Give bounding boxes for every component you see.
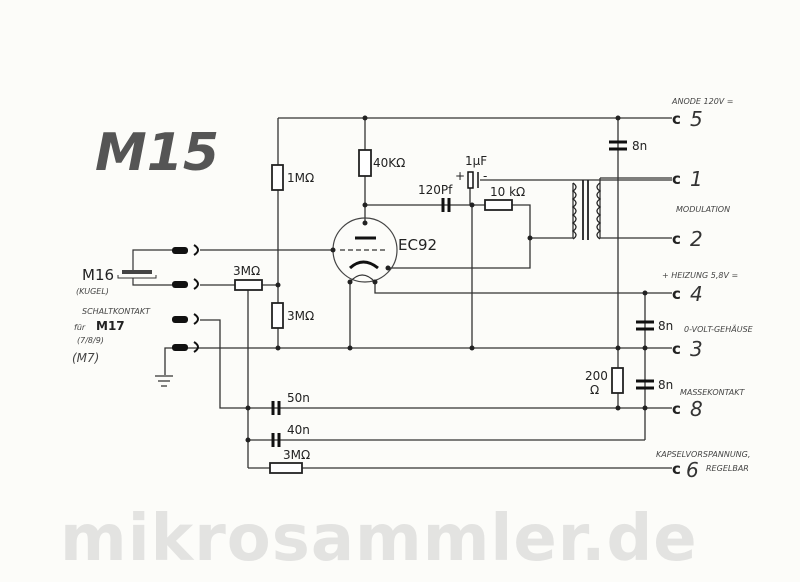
ground-icon (155, 375, 173, 387)
m7-label: (M7) (72, 351, 99, 365)
input-jacks[interactable] (117, 244, 199, 353)
capacitor-8n-top (609, 140, 627, 151)
watermark: mikrosammler.de (60, 502, 698, 576)
svg-text:1: 1 (690, 167, 703, 191)
label-1m: 1MΩ (287, 171, 314, 185)
svg-text:c: c (672, 460, 681, 478)
svg-text:6: 6 (686, 458, 699, 482)
svg-text:5: 5 (690, 107, 703, 131)
resistor-200 (611, 367, 624, 394)
svg-text:4: 4 (690, 282, 703, 306)
resistor-1m (271, 164, 284, 191)
resistor-3m-vertical (271, 302, 284, 329)
m17-label: M17 (96, 319, 125, 333)
title: M15 (95, 123, 219, 183)
m16-sub: (KUGEL) (76, 287, 109, 296)
terminal-3-label: 0-VOLT-GEHÄUSE (684, 324, 754, 334)
resistor-40k (358, 149, 372, 177)
terminal-8-label: MASSEKONTAKT (680, 388, 745, 397)
label-200: 200 (585, 369, 608, 383)
label-40k: 40KΩ (373, 156, 405, 170)
terminal-6-label: KAPSELVORSPANNUNG, (656, 450, 750, 459)
m16-label: M16 (82, 266, 114, 284)
m17-sub: (7/8/9) (77, 336, 104, 345)
svg-text:c: c (672, 400, 681, 418)
capacitor-50n (271, 401, 281, 415)
schaltkontakt-label: SCHALTKONTAKT (82, 307, 151, 316)
label-8n-low: 8n (658, 378, 673, 392)
capacitor-120pf (441, 198, 451, 212)
tube-ec92 (330, 217, 398, 285)
label-1uf: 1µF (465, 154, 487, 168)
svg-text:c: c (672, 285, 681, 303)
label-1uf-plus: + (455, 169, 465, 183)
svg-text:c: c (672, 230, 681, 248)
junctions (245, 115, 648, 443)
label-3m-h: 3MΩ (233, 264, 260, 278)
terminal-6-extra: REGELBAR (706, 464, 749, 473)
svg-text:c: c (672, 170, 681, 188)
capacitor-1uf (467, 171, 479, 189)
label-1uf-minus: - (483, 169, 487, 183)
terminal-4-label: + HEIZUNG 5,8V = (662, 271, 738, 280)
transformer (571, 180, 602, 240)
fuer-label: für (74, 323, 86, 332)
modulation-label: MODULATION (676, 205, 730, 214)
capacitor-8n-low (636, 379, 654, 390)
resistor-10k (484, 199, 513, 211)
wires (164, 117, 672, 469)
resistor-3m-bottom (269, 462, 303, 474)
label-200-unit: Ω (590, 383, 599, 397)
capacitor-8n-mid (636, 320, 654, 331)
resistor-3m-horizontal (234, 279, 263, 291)
tube-label: EC92 (398, 236, 437, 254)
svg-text:8: 8 (690, 397, 703, 421)
svg-text:c: c (672, 340, 681, 358)
svg-text:3: 3 (690, 337, 703, 361)
label-50n: 50n (287, 391, 310, 405)
label-120pf: 120Pf (418, 183, 453, 197)
svg-text:c: c (672, 110, 681, 128)
label-8n-top: 8n (632, 139, 647, 153)
capacitor-40n (271, 433, 281, 447)
terminal-5-label: ANODE 120V = (671, 97, 734, 106)
svg-text:2: 2 (690, 227, 703, 251)
label-3m-v: 3MΩ (287, 309, 314, 323)
label-40n: 40n (287, 423, 310, 437)
label-8n-mid: 8n (658, 319, 673, 333)
label-3m-bottom: 3MΩ (283, 448, 310, 462)
label-10k: 10 kΩ (490, 185, 525, 199)
